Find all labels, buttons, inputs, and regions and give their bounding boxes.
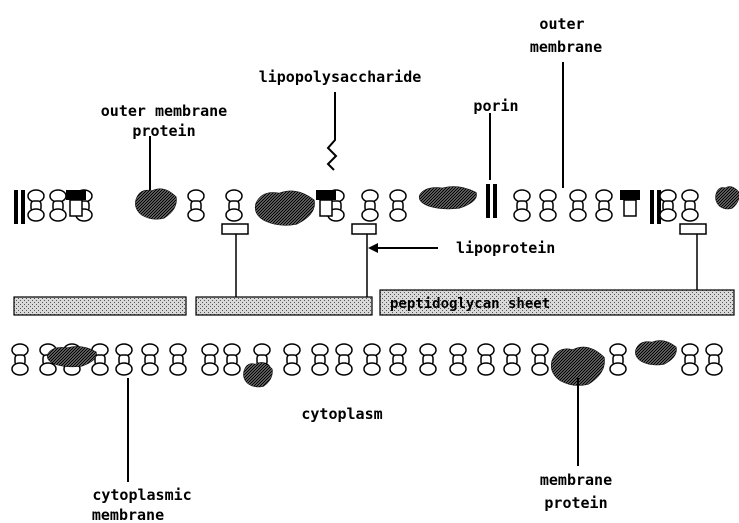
label-outer-membrane-line1: outer [539,15,584,33]
phospholipid [682,344,698,375]
phospholipid [116,344,132,375]
lipoprotein-box [352,224,376,234]
phospholipid [450,344,466,375]
label-membrane-protein-line2: protein [544,494,607,512]
phospholipid [188,190,204,221]
phospholipid [336,344,352,375]
lipoprotein-box [222,224,248,234]
phospholipid [142,344,158,375]
phospholipid [682,190,698,221]
membrane-protein-blob [636,341,677,365]
phospholipid [50,190,66,221]
label-cytoplasmic-membrane-line2: membrane [92,506,164,523]
peptidoglycan-segment [14,297,186,315]
phospholipid [596,190,612,221]
phospholipid [610,344,626,375]
phospholipid [312,344,328,375]
phospholipid [226,190,242,221]
porin-channel [14,190,25,224]
phospholipid [504,344,520,375]
lipoprotein-arrowhead [368,243,378,253]
phospholipid [92,344,108,375]
label-outer-membrane-line2: membrane [530,38,602,56]
phospholipid [28,190,44,221]
outer-membrane-layer [14,184,739,225]
label-porin: porin [473,97,518,115]
label-cytoplasmic-membrane-line1: cytoplasmic [92,486,191,504]
phospholipid [224,344,240,375]
membrane-protein-blob [48,347,97,367]
phospholipid [202,344,218,375]
outer-membrane-protein-blob [419,187,476,209]
label-lipopolysaccharide: lipopolysaccharide [259,68,422,86]
label-outer-membrane-protein-line1: outer membrane [101,102,227,120]
peptidoglycan-segment [196,297,372,315]
outer-membrane-protein-blob [716,187,739,209]
lipopolysaccharide-molecule [620,190,640,216]
phospholipid [390,344,406,375]
label-outer-membrane-protein-line2: protein [132,122,195,140]
outer-membrane-protein-blob [136,189,177,219]
phospholipid [570,190,586,221]
label-lipoprotein: lipoprotein [456,239,555,257]
peptidoglycan-layer [14,290,734,315]
phospholipid [170,344,186,375]
cytoplasmic-membrane-layer [12,341,722,387]
phospholipid [364,344,380,375]
phospholipid [362,190,378,221]
phospholipid [514,190,530,221]
membrane-protein-blob [244,363,272,387]
phospholipid [532,344,548,375]
porin-channel [486,184,497,218]
lipoprotein-anchors [222,224,706,298]
label-cytoplasm: cytoplasm [301,405,382,423]
lipoprotein-box [680,224,706,234]
phospholipid [284,344,300,375]
label-peptidoglycan-sheet: peptidoglycan sheet [390,296,550,312]
phospholipid [706,344,722,375]
phospholipid [660,190,676,221]
phospholipid [478,344,494,375]
phospholipid [540,190,556,221]
label-membrane-protein-line1: membrane [540,471,612,489]
phospholipid [420,344,436,375]
phospholipid [12,344,28,375]
phospholipid [390,190,406,221]
outer-membrane-protein-blob [255,191,314,225]
